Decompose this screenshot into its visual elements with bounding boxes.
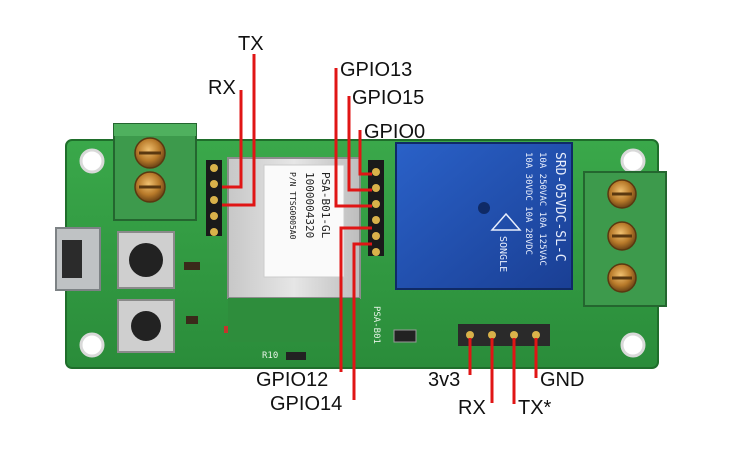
micro-usb-connector xyxy=(55,227,101,291)
callout-gpio12 xyxy=(339,226,372,372)
relay-brand: SONGLE xyxy=(497,236,508,272)
relay-rating2: 10A 30VDC 10A 28VDC xyxy=(523,152,533,255)
tactile-button-bottom xyxy=(117,299,175,353)
label-gpio12: GPIO12 xyxy=(256,369,329,391)
callout-rx-top xyxy=(222,90,243,189)
label-gpio13: GPIO13 xyxy=(340,59,413,81)
module-label: PSA-B01-GL 1000004320 P/N TTSG0005A0 xyxy=(288,172,332,240)
silk-pcb-name: PSA-B01 xyxy=(371,306,381,344)
silk-r10: R10 xyxy=(262,351,278,361)
left-header-pins xyxy=(206,160,222,236)
label-tx-bottom: TX* xyxy=(518,397,552,419)
left-screw-terminal xyxy=(113,123,197,221)
label-rx-bottom: RX xyxy=(458,397,486,419)
label-gnd: GND xyxy=(540,369,585,391)
module-label-line2: 1000004320 xyxy=(303,172,316,238)
label-gpio0: GPIO0 xyxy=(364,121,426,143)
mount-hole-top-right xyxy=(620,148,646,174)
label-gpio14: GPIO14 xyxy=(270,393,343,415)
callout-gpio14 xyxy=(352,242,372,400)
gpio-header-pins xyxy=(368,160,384,256)
relay-rating1: 10A 250VAC 10A 125VAC xyxy=(537,152,547,266)
callout-gpio15 xyxy=(347,96,372,192)
right-screw-terminal xyxy=(583,171,667,307)
relay: SRD-05VDC-SL-C 10A 250VAC 10A 125VAC 10A… xyxy=(395,142,573,290)
serial-header-pins xyxy=(458,324,550,346)
callout-lines xyxy=(222,54,538,404)
label-tx-top: TX xyxy=(238,33,264,55)
mount-hole-top-left xyxy=(79,148,105,174)
callout-gpio13 xyxy=(334,68,372,208)
label-3v3: 3v3 xyxy=(428,369,461,391)
tactile-button-top xyxy=(117,231,175,289)
callout-tx-top xyxy=(222,54,256,207)
module-label-line1: PSA-B01-GL xyxy=(319,172,332,239)
callout-gpio0 xyxy=(358,130,372,176)
wifi-module-shield xyxy=(227,157,361,342)
mount-hole-bottom-left xyxy=(79,332,105,358)
label-gpio15: GPIO15 xyxy=(352,87,425,109)
module-label-line3: P/N TTSG0005A0 xyxy=(288,172,297,240)
mount-hole-bottom-right xyxy=(620,332,646,358)
relay-model: SRD-05VDC-SL-C xyxy=(552,152,567,262)
label-rx-top: RX xyxy=(208,77,236,99)
